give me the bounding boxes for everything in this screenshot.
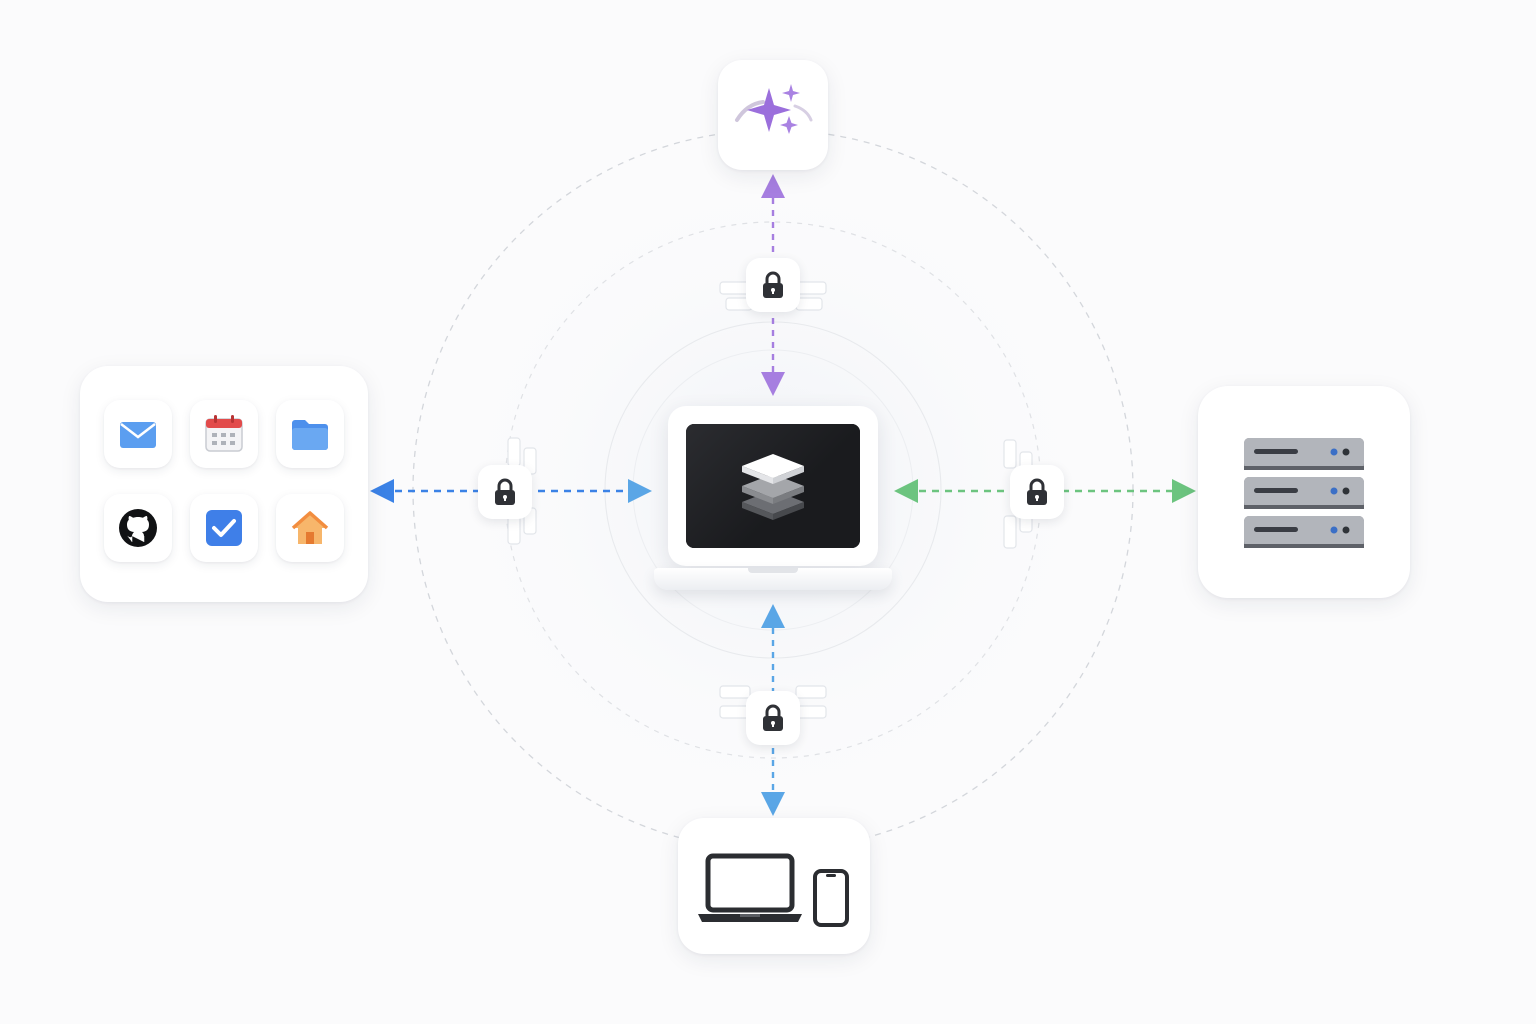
home-icon[interactable] [276,494,344,562]
hub-laptop[interactable] [640,400,906,600]
devices-node[interactable] [678,818,870,954]
server-node[interactable] [1198,386,1410,598]
padlock-icon [746,691,800,745]
apps-node[interactable] [80,366,368,602]
padlock-icon [478,465,532,519]
calendar-icon[interactable] [190,400,258,468]
smartphone-icon [813,869,849,927]
padlock-icon [746,258,800,312]
folder-icon[interactable] [276,400,344,468]
padlock-icon [1010,465,1064,519]
checkbox-task-icon[interactable] [190,494,258,562]
server-rack-icon [1244,438,1364,548]
ai-sparkles-icon [735,84,813,134]
layers-stack-icon [742,454,804,520]
laptop-icon [698,853,802,922]
ai-node[interactable] [718,60,828,170]
firewall-bottom [719,685,827,719]
laptop-notch [748,568,798,573]
laptop-screen [686,424,860,548]
laptop-base [654,568,892,590]
mail-icon[interactable] [104,400,172,468]
github-icon[interactable] [104,494,172,562]
